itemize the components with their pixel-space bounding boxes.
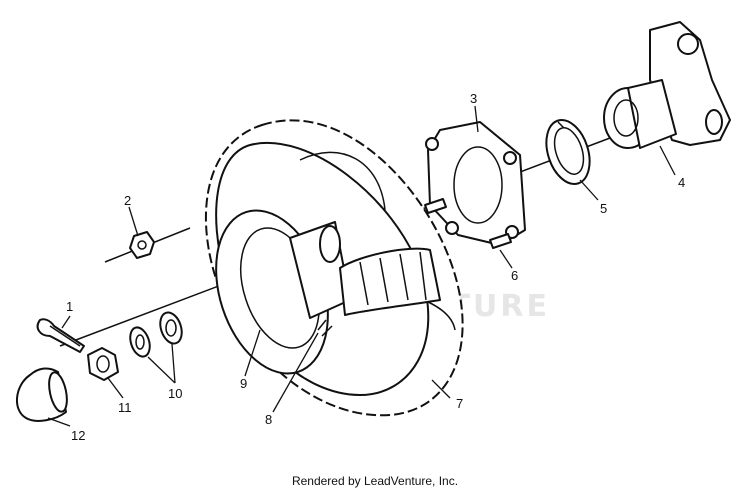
callout-3: 3 <box>470 91 477 106</box>
callout-1: 1 <box>66 299 73 314</box>
callout-9: 9 <box>240 376 247 391</box>
hex-nut <box>129 231 155 259</box>
leader-lines <box>47 105 676 427</box>
callout-11: 11 <box>118 400 132 415</box>
spindle-knuckle <box>603 21 731 149</box>
callout-6: 6 <box>511 268 518 283</box>
callout-12: 12 <box>71 428 85 443</box>
callout-2: 2 <box>124 193 131 208</box>
rim <box>215 209 441 375</box>
hub-cap <box>16 367 68 422</box>
valve-stem <box>317 319 333 337</box>
cotter-pin <box>36 318 85 353</box>
callout-5: 5 <box>600 201 607 216</box>
callout-7: 7 <box>456 396 463 411</box>
castle-nut <box>87 347 119 381</box>
washers <box>129 311 183 358</box>
callout-8: 8 <box>265 412 272 427</box>
hub <box>425 121 526 246</box>
wheel-studs <box>424 198 512 249</box>
callout-4: 4 <box>678 175 685 190</box>
retaining-ring <box>545 119 591 185</box>
render-credit: Rendered by LeadVenture, Inc. <box>291 474 459 488</box>
callout-10: 10 <box>168 386 182 401</box>
